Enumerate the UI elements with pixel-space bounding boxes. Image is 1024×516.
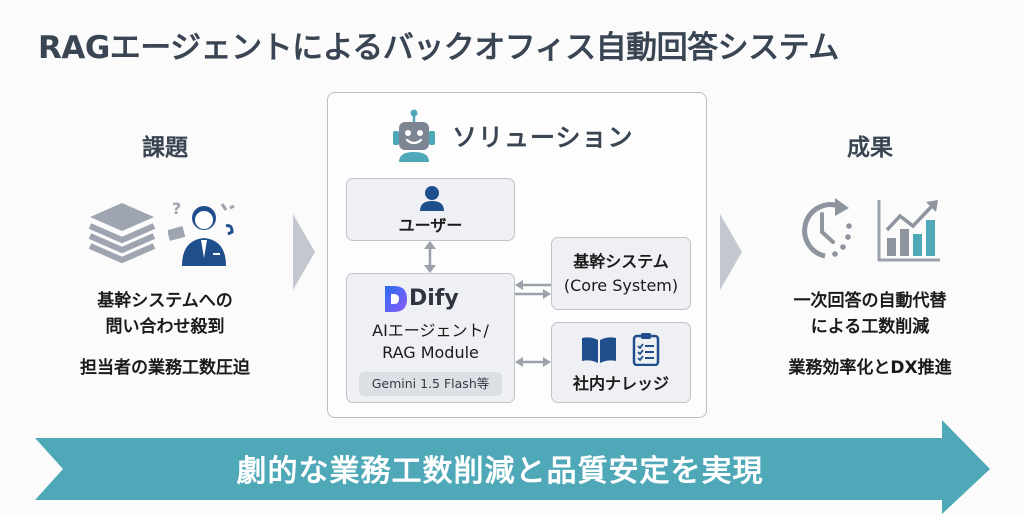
banner-text: 劇的な業務工数削減と品質安定を実現	[236, 454, 764, 489]
knowledge-label: 社内ナレッジ	[572, 374, 669, 393]
user-node: ユーザー	[346, 178, 515, 241]
dify-brand: Dify	[409, 286, 459, 311]
core-system-label-jp: 基幹システム	[573, 252, 669, 271]
problem-line-3: 担当者の業務工数圧迫	[80, 358, 250, 378]
result-line-3: 業務効率化とDX推進	[788, 358, 952, 378]
knowledge-node: 社内ナレッジ	[551, 322, 691, 403]
banner-arrow	[35, 420, 990, 514]
problem-heading: 課題	[142, 135, 188, 161]
dify-role-line-2: RAG Module	[382, 343, 479, 362]
result-heading: 成果	[847, 135, 893, 161]
document-stack-icon	[88, 203, 156, 263]
dify-knowledge-bidirectional-arrow	[515, 357, 551, 367]
dify-role-line-1: AIエージェント/	[372, 321, 489, 340]
checklist-icon	[632, 333, 660, 366]
confused-businessman-icon: ?	[168, 199, 235, 266]
core-system-label-en: (Core System)	[563, 276, 679, 295]
flow-arrow-to-result	[720, 214, 742, 290]
user-icon	[420, 186, 444, 211]
core-system-label: 基幹システム (Core System)	[552, 250, 690, 298]
problem-line-1: 基幹システムへの	[97, 291, 233, 311]
result-description: 一次回答の自動代替 による工数削減	[745, 288, 995, 340]
clock-cycle-icon	[802, 198, 852, 259]
user-node-label: ユーザー	[398, 216, 463, 235]
dify-core-bidirectional-arrow	[515, 280, 551, 299]
book-icon	[582, 337, 616, 363]
result-line-1: 一次回答の自動代替	[793, 291, 947, 311]
user-dify-bidirectional-arrow	[424, 241, 436, 273]
problem-line-2: 問い合わせ殺到	[105, 317, 225, 337]
page-title: RAGエージェントによるバックオフィス自動回答システム	[38, 30, 839, 66]
problem-description: 基幹システムへの 問い合わせ殺到	[40, 288, 290, 340]
result-line-2: による工数削減	[810, 317, 930, 337]
core-system-node: 基幹システム (Core System)	[551, 237, 691, 310]
dify-role: AIエージェント/ RAG Module	[347, 320, 514, 364]
svg-text:?: ?	[172, 199, 181, 218]
dify-node: Dify AIエージェント/ RAG Module Gemini 1.5 Fla…	[346, 273, 515, 403]
flow-arrow-to-solution	[293, 214, 315, 290]
solution-heading: ソリューション	[452, 123, 634, 152]
model-badge: Gemini 1.5 Flash等	[359, 372, 502, 396]
robot-icon	[393, 109, 435, 162]
growth-chart-icon	[877, 200, 940, 262]
dify-logo-icon	[385, 286, 407, 312]
